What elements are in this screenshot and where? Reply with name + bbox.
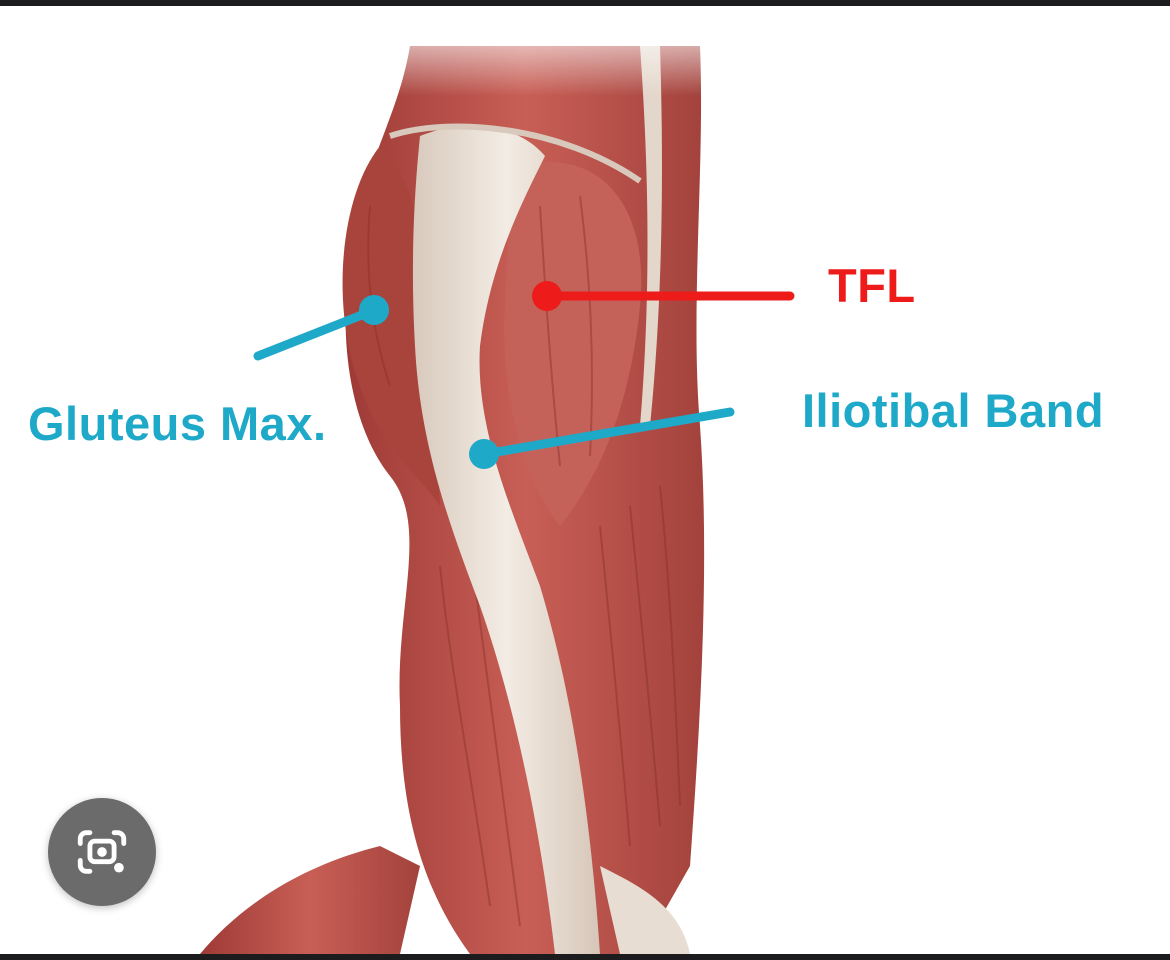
thigh-muscle-illustration bbox=[200, 6, 795, 954]
calf-muscle bbox=[200, 846, 420, 954]
iliotibial-band bbox=[412, 125, 600, 954]
iliac-crest-line bbox=[389, 123, 642, 184]
top-fade bbox=[380, 6, 740, 96]
google-lens-icon bbox=[77, 830, 127, 874]
itb-pointer bbox=[469, 407, 735, 469]
anatomy-image: Gluteus Max. TFL Iliotibal Band bbox=[0, 6, 1170, 954]
iliotibial-band-label: Iliotibal Band bbox=[802, 384, 1105, 437]
tendon-strip bbox=[640, 46, 662, 426]
tfl-pointer bbox=[532, 281, 795, 311]
knee-tendon bbox=[600, 866, 690, 954]
tfl-label: TFL bbox=[828, 259, 916, 312]
gluteus-max-label: Gluteus Max. bbox=[28, 397, 327, 450]
gluteus-pointer bbox=[253, 295, 389, 361]
lens-search-button[interactable] bbox=[48, 798, 156, 906]
